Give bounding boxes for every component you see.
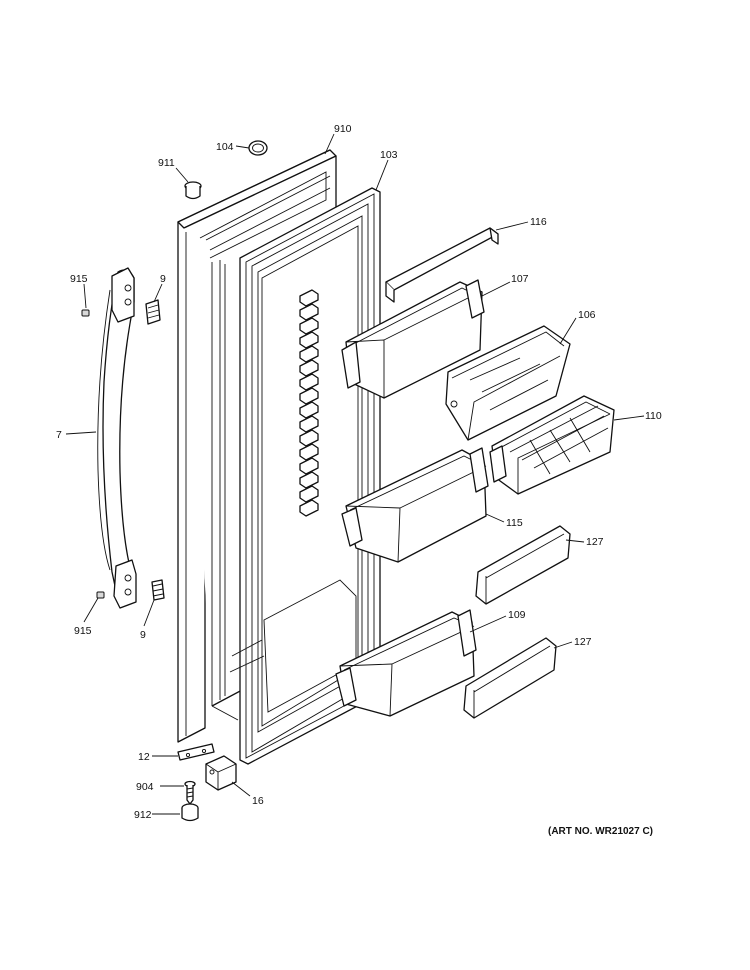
callout-106: 106: [578, 309, 596, 321]
hinge-bushing-bottom: [181, 803, 199, 822]
bin-trim-upper: [475, 525, 571, 605]
callout-910: 910: [334, 123, 352, 135]
door-bin-109: [335, 609, 477, 717]
shelf-notch: [299, 303, 319, 321]
door-bin-115: [341, 447, 489, 563]
callout-127-upper: 127: [586, 536, 604, 548]
handle-screw-top: [81, 309, 90, 317]
shelf-notch: [299, 317, 319, 335]
callout-9-top: 9: [160, 273, 166, 285]
callout-16: 16: [252, 795, 264, 807]
door-stop: [205, 755, 237, 791]
shelf-notch: [299, 289, 319, 307]
shelf-notch: [299, 485, 319, 503]
shelf-rail: [385, 227, 499, 303]
shelf-notch: [299, 499, 319, 517]
callout-110: 110: [645, 410, 662, 422]
callout-127-lower: 127: [574, 636, 592, 648]
shelf-notch: [299, 401, 319, 419]
shelf-notches: [299, 289, 319, 517]
callout-12: 12: [138, 751, 150, 763]
callout-915-top: 915: [70, 273, 88, 285]
hinge-bushing-top: [184, 181, 202, 200]
shelf-notch: [299, 443, 319, 461]
handle-stud-bottom: [151, 579, 165, 601]
handle-stud-top: [145, 299, 161, 325]
leader-lines: [65, 133, 645, 815]
shelf-notch: [299, 345, 319, 363]
callout-7: 7: [56, 429, 62, 441]
hinge-plate: [177, 743, 215, 761]
egg-bin: [489, 395, 615, 495]
shelf-notch: [299, 331, 319, 349]
door-bin-107: [341, 279, 485, 399]
callout-915-bottom: 915: [74, 625, 92, 637]
callout-115: 115: [506, 517, 523, 529]
shelf-notch: [299, 387, 319, 405]
dairy-cover: [445, 325, 571, 441]
callout-912: 912: [134, 809, 152, 821]
callout-9-bottom: 9: [140, 629, 146, 641]
handle-screw-bottom: [96, 591, 105, 599]
callout-911: 911: [158, 157, 175, 169]
callout-116: 116: [530, 216, 547, 228]
shelf-notch: [299, 457, 319, 475]
shelf-notch: [299, 359, 319, 377]
door-handle: [97, 267, 137, 609]
callout-107: 107: [511, 273, 529, 285]
shelf-notch: [299, 373, 319, 391]
hinge-screw: [184, 780, 196, 805]
callout-103: 103: [380, 149, 398, 161]
shelf-notch: [299, 471, 319, 489]
o-ring: [248, 140, 268, 156]
shelf-notch: [299, 415, 319, 433]
callout-104: 104: [216, 141, 234, 153]
shelf-notch: [299, 429, 319, 447]
callout-109: 109: [508, 609, 526, 621]
callout-904: 904: [136, 781, 154, 793]
art-number: (ART NO. WR21027 C): [548, 826, 653, 837]
callout-labels: 104 910 911 103 116 107 106 110 115 127 …: [56, 123, 662, 837]
bin-trim-lower: [463, 637, 557, 719]
